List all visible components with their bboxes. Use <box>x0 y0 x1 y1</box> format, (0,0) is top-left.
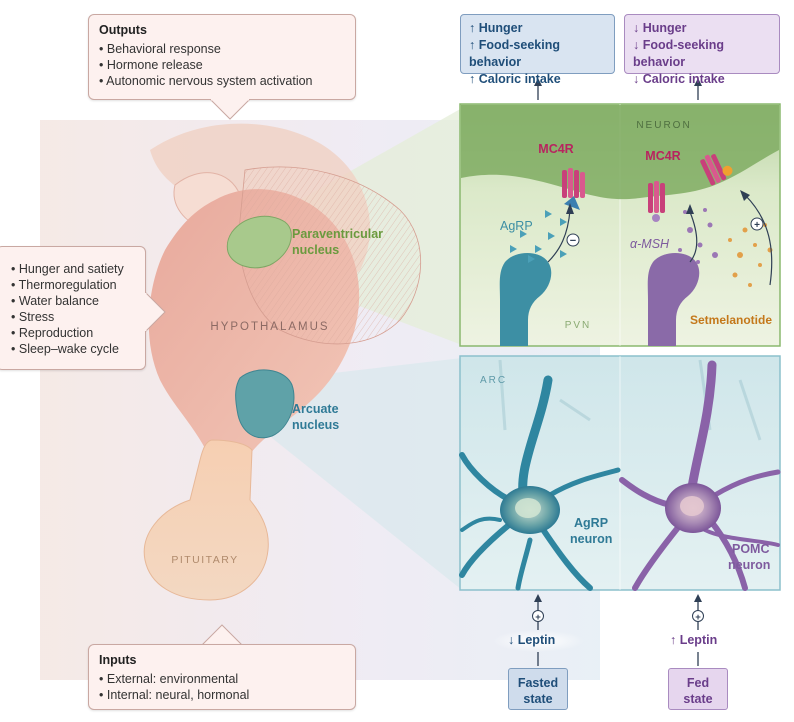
functions-item: Reproduction <box>11 325 135 341</box>
paraventricular-label-line2: nucleus <box>292 243 339 257</box>
outputs-item: Hormone release <box>99 57 345 73</box>
arcuate-nucleus-shape <box>235 369 295 439</box>
amsh-particles <box>678 208 718 264</box>
arcuate-label-line1: Arcuate <box>292 402 339 416</box>
arcuate-label-line2: nucleus <box>292 418 339 432</box>
fasted-effect-caloric: ↑ Caloric intake <box>469 72 561 86</box>
hypothalamus-label: HYPOTHALAMUS <box>210 321 329 333</box>
fed-effect-caloric: ↓ Caloric intake <box>633 72 725 86</box>
pituitary-label: PITUITARY <box>171 554 238 566</box>
neuron-label: NEURON <box>636 120 691 131</box>
pomc-axon-terminal <box>647 253 700 346</box>
fed-state-box: Fed state <box>668 668 728 710</box>
agrp-axon-terminal <box>499 253 552 346</box>
setmelanotide-activate-sign: + <box>754 220 760 231</box>
paraventricular-label-line1: Paraventricular <box>292 227 383 241</box>
outputs-title: Outputs <box>99 23 147 37</box>
arc-label: ARC <box>480 375 507 386</box>
fed-state-line1: Fed <box>686 676 710 690</box>
agrp-label: AgRP <box>500 219 533 233</box>
functions-item: Thermoregulation <box>11 277 135 293</box>
fed-state-line2: state <box>683 692 713 706</box>
pituitary-gland-shape <box>143 439 269 601</box>
setmelanotide-label: Setmelanotide <box>690 313 772 327</box>
agrp-particles <box>510 210 567 263</box>
fed-effect-hunger: ↓ Hunger <box>633 21 687 35</box>
pvn-label: PVN <box>565 320 592 331</box>
fed-effect-food-seeking: ↓ Food-seeking behavior <box>633 38 724 69</box>
inputs-list: External: environmental Internal: neural… <box>99 671 345 703</box>
leptin-arrows <box>492 594 744 666</box>
fasted-effect-hunger: ↑ Hunger <box>469 21 523 35</box>
mc4r-receptor-middle <box>648 181 665 222</box>
leptin-right-plus-sign: + <box>695 612 701 623</box>
agrp-neuron-label-line1: AgRP <box>574 516 608 530</box>
fasted-state-line1: Fasted <box>517 676 559 690</box>
fasted-effects-box: ↑ Hunger ↑ Food-seeking behavior ↑ Calor… <box>460 14 615 86</box>
functions-callout-pointer <box>145 292 166 332</box>
mc4r-right-label: MC4R <box>645 149 680 163</box>
pvn-neuron-membrane <box>461 105 779 200</box>
fasted-state-box: Fasted state <box>508 668 568 710</box>
leptin-high-label: ↑ Leptin <box>670 633 718 647</box>
pvn-panel <box>459 103 781 347</box>
functions-item: Hunger and satiety <box>11 261 135 277</box>
hypothalamus-hatch <box>239 166 421 344</box>
paraventricular-nucleus-shape <box>226 215 292 269</box>
inputs-callout: Inputs External: environmental Internal:… <box>88 644 356 710</box>
outputs-callout-pointer <box>210 99 250 120</box>
inputs-callout-pointer <box>202 624 242 646</box>
outputs-callout: Outputs Behavioral response Hormone rele… <box>88 14 356 100</box>
functions-callout: Hunger and satiety Thermoregulation Wate… <box>0 246 146 370</box>
fed-effects-box: ↓ Hunger ↓ Food-seeking behavior ↓ Calor… <box>624 14 780 86</box>
agrp-neuron-label-line2: neuron <box>570 532 612 546</box>
mc4r-left-label: MC4R <box>538 142 573 156</box>
functions-item: Stress <box>11 309 135 325</box>
arc-projection-wedge <box>256 358 462 590</box>
functions-item: Sleep–wake cycle <box>11 341 135 357</box>
leptin-left-plus-sign: + <box>535 612 541 623</box>
functions-list: Hunger and satiety Thermoregulation Wate… <box>11 261 135 357</box>
fasted-state-line2: state <box>523 692 553 706</box>
mc4r-receptor-right <box>700 154 733 186</box>
inputs-title: Inputs <box>99 653 137 667</box>
functions-item: Water balance <box>11 293 135 309</box>
inputs-item: External: environmental <box>99 671 345 687</box>
amsh-label: α-MSH <box>630 237 670 251</box>
fasted-effect-food-seeking: ↑ Food-seeking behavior <box>469 38 560 69</box>
agrp-inhibit-sign: − <box>570 235 576 247</box>
outputs-item: Autonomic nervous system activation <box>99 73 345 89</box>
mc4r-receptor-left <box>562 168 585 210</box>
pomc-neuron-label-line2: neuron <box>728 558 770 572</box>
outputs-list: Behavioral response Hormone release Auto… <box>99 41 345 89</box>
pomc-neuron-label-line1: POMC <box>732 542 770 556</box>
arc-panel <box>459 355 781 591</box>
leptin-low-label: ↓ Leptin <box>508 633 556 647</box>
outputs-item: Behavioral response <box>99 41 345 57</box>
inputs-item: Internal: neural, hormonal <box>99 687 345 703</box>
